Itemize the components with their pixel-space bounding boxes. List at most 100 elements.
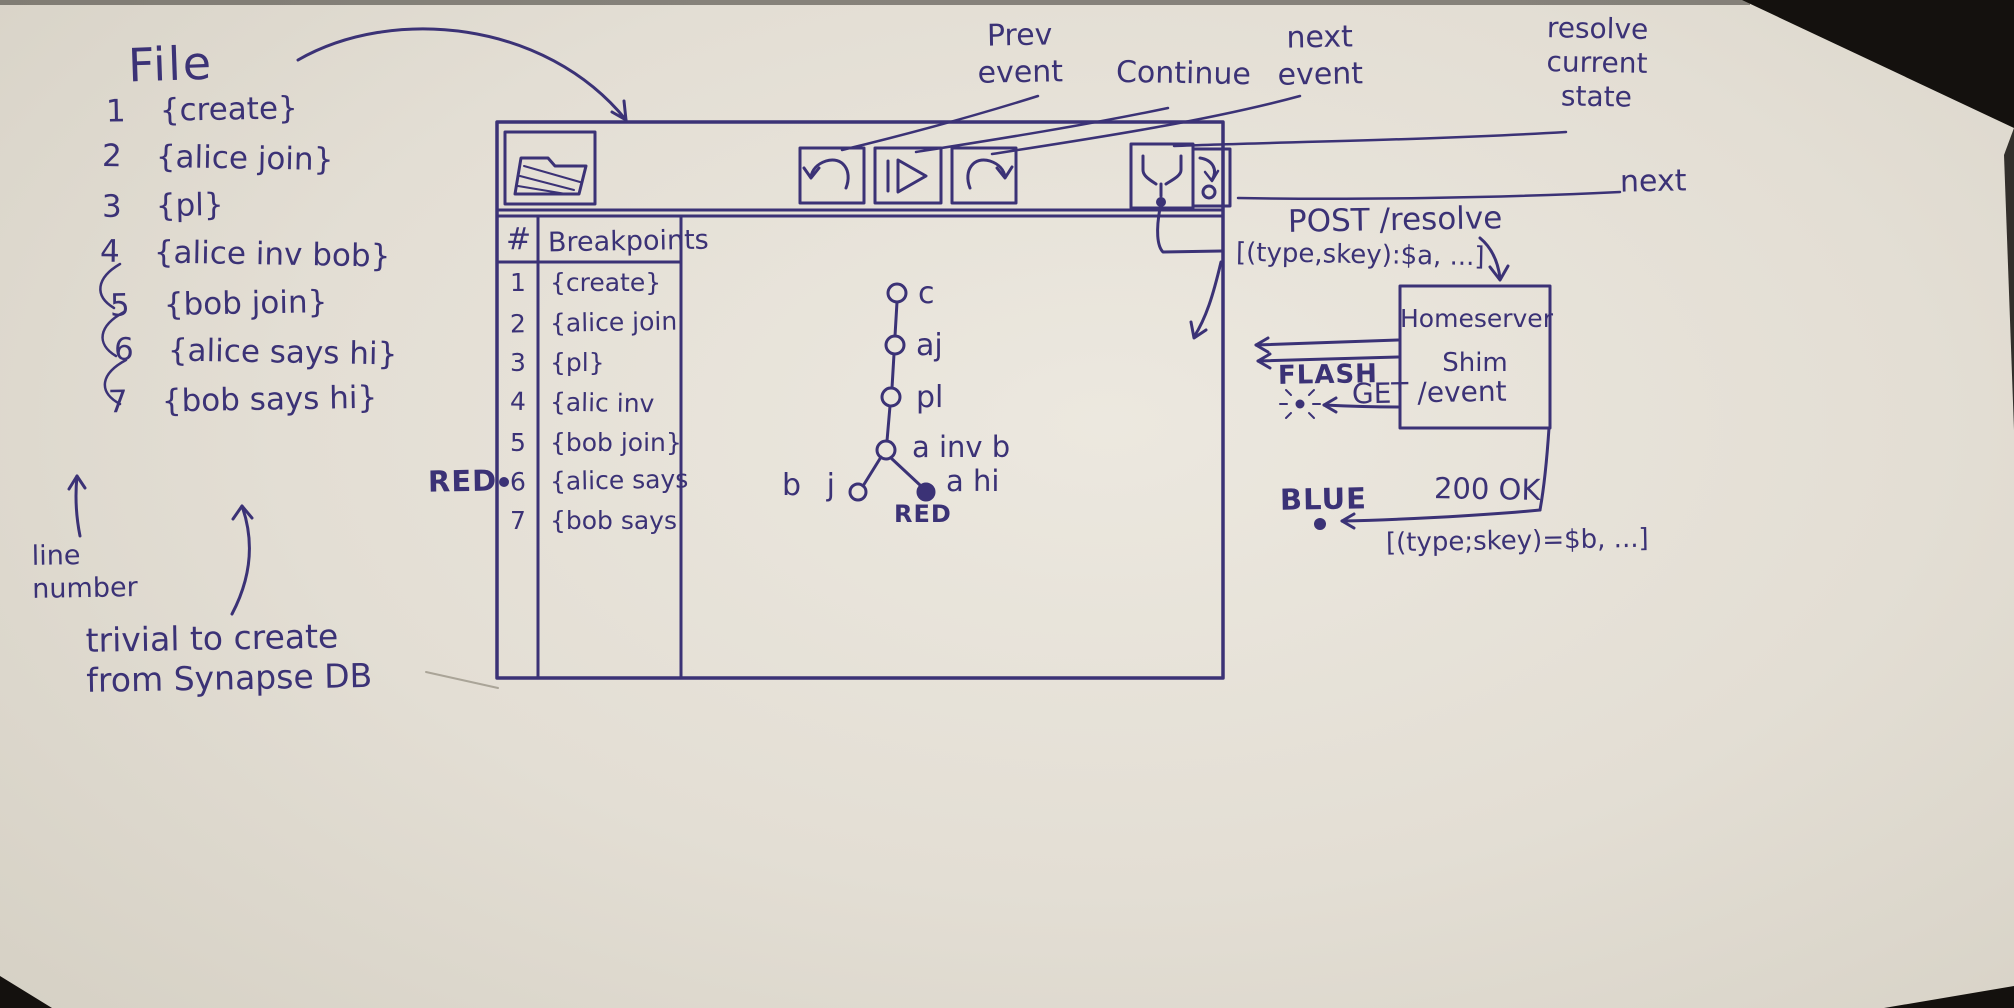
debugger-window-frame: [495, 120, 1225, 680]
shim-title-line1: Homeserver: [1400, 304, 1553, 333]
next-event-label: next event: [1277, 19, 1364, 93]
open-file-button[interactable]: [503, 130, 597, 206]
undo-arrow-icon: [802, 158, 850, 190]
file-line-number: 6: [113, 331, 135, 368]
post-resolve-arrow: [1478, 236, 1510, 282]
breakpoint-text: {pl}: [549, 348, 605, 377]
file-line: 6 {alice says hi}: [114, 332, 398, 375]
file-line: 7 {bob says hi}: [108, 380, 378, 423]
blue-label: BLUE: [1279, 481, 1368, 517]
dag-red-label: RED: [894, 500, 952, 528]
arrow-file-to-window: [296, 27, 628, 122]
file-line-number: 2: [101, 137, 123, 175]
redo-arrow-icon: [966, 158, 1014, 190]
dag-label-pl: pl: [916, 380, 944, 415]
file-line-number: 7: [107, 384, 129, 421]
breakpoint-num: 7: [510, 506, 526, 535]
file-line: 1 {create}: [106, 90, 298, 131]
file-line: 4 {alice inv bob}: [100, 233, 391, 276]
continue-label: Continue: [1115, 54, 1252, 93]
breakpoint-row: 5 {bob join}: [510, 428, 682, 459]
arrow-synapse-note: [230, 504, 254, 616]
breakpoint-row: 3 {pl}: [510, 348, 605, 379]
get-event-label: GET /event: [1351, 374, 1507, 411]
breakpoint-num: 2: [509, 309, 527, 339]
resolve-flow-arrow: [1156, 206, 1224, 340]
dag-label-bob-join: b j: [782, 468, 843, 503]
next-state-icon: [1198, 156, 1220, 200]
dag-node-invite: [875, 439, 897, 461]
breakpoint-row: 7 {bob says: [510, 506, 677, 537]
file-title: File: [127, 35, 214, 93]
label-leader-lines: [840, 94, 1622, 200]
breakpoint-row: 6 {alice says: [510, 464, 689, 498]
breakpoint-text: {create}: [549, 268, 662, 297]
breakpoint-row: 4 {alic inv: [510, 387, 655, 420]
breakpoint-text: {bob says: [549, 506, 678, 535]
get-event-arrow: [1322, 396, 1400, 414]
breakpoints-header-num: #: [506, 222, 532, 257]
ok-response-label: 200 OK: [1433, 471, 1541, 507]
file-line-text: {alice join}: [155, 138, 334, 179]
file-line-number: 5: [109, 287, 131, 324]
post-resolve-label: POST /resolve: [1287, 200, 1503, 240]
breakpoint-text: {alic inv: [549, 387, 655, 419]
file-line-text: {bob join}: [163, 284, 328, 323]
file-line-number: 4: [99, 233, 121, 270]
file-line-number: 1: [105, 93, 127, 130]
prev-event-button[interactable]: [798, 146, 866, 205]
dag-node-pl: [880, 386, 902, 408]
dag-node-alice-hi-red: [916, 482, 936, 502]
dag-label-alice-hi: a hi: [946, 464, 1000, 498]
continue-button[interactable]: [873, 146, 943, 205]
shim-response-arrows: [1254, 336, 1400, 370]
breakpoint-num: 5: [510, 428, 526, 457]
breakpoint-num: 3: [510, 348, 526, 377]
arrow-line-number: [67, 474, 87, 538]
file-line-text: {pl}: [155, 186, 224, 225]
prev-event-label: Prev event: [977, 17, 1064, 91]
breakpoint-num: 6: [509, 467, 527, 497]
line-number-label: line number: [31, 540, 138, 605]
synapse-note: trivial to create from Synapse DB: [85, 616, 373, 701]
resolve-state-button[interactable]: [1129, 142, 1195, 210]
next-event-button[interactable]: [950, 146, 1018, 205]
breakpoint-row: 2 {alice join: [510, 307, 678, 340]
dag-label-invite: a inv b: [912, 430, 1011, 464]
file-line-text: {alice inv bob}: [153, 234, 391, 275]
folder-icon: [513, 156, 588, 196]
dag-node-alice-join: [884, 334, 906, 356]
post-payload-label: [(type,skey):$a, ...]: [1235, 237, 1485, 273]
breakpoint-num: 4: [509, 386, 527, 417]
ok-response-arrow: [1340, 426, 1551, 530]
file-line-number: 3: [101, 188, 123, 226]
breakpoints-header-title: Breakpoints: [547, 224, 709, 259]
file-line-text: {create}: [159, 90, 299, 129]
homeserver-shim-box: [1398, 284, 1552, 430]
next-state-label: next: [1619, 163, 1687, 200]
breakpoint-text: {alice says: [549, 464, 689, 496]
paper-crease: [425, 671, 499, 689]
dag-node-bob-join: [848, 482, 868, 502]
dag-label-create: c: [918, 276, 935, 311]
file-line: 5 {bob join}: [110, 284, 328, 326]
breakpoint-text: {alice join: [549, 306, 678, 338]
merge-resolve-icon: [1141, 154, 1183, 207]
shim-title-line2: Shim: [1442, 348, 1508, 378]
file-line-text: {bob says hi}: [161, 379, 378, 420]
resolve-state-label: resolve current state: [1546, 11, 1649, 114]
breakpoint-row: 1 {create}: [510, 268, 661, 299]
flash-burst-icon: [1279, 389, 1321, 419]
red-breakpoint-label: RED: [427, 463, 498, 499]
blue-state-dot: [1314, 518, 1326, 530]
dag-label-alice-join: aj: [916, 328, 943, 363]
breakpoint-num: 1: [510, 268, 526, 297]
dag-node-create: [886, 282, 908, 304]
red-breakpoint-dot: [499, 477, 509, 487]
file-line: 2 {alice join}: [102, 138, 334, 180]
event-dag: [848, 282, 936, 502]
next-state-button[interactable]: [1191, 147, 1232, 208]
ok-payload-label: [(type;skey)=$b, ...]: [1385, 523, 1649, 559]
